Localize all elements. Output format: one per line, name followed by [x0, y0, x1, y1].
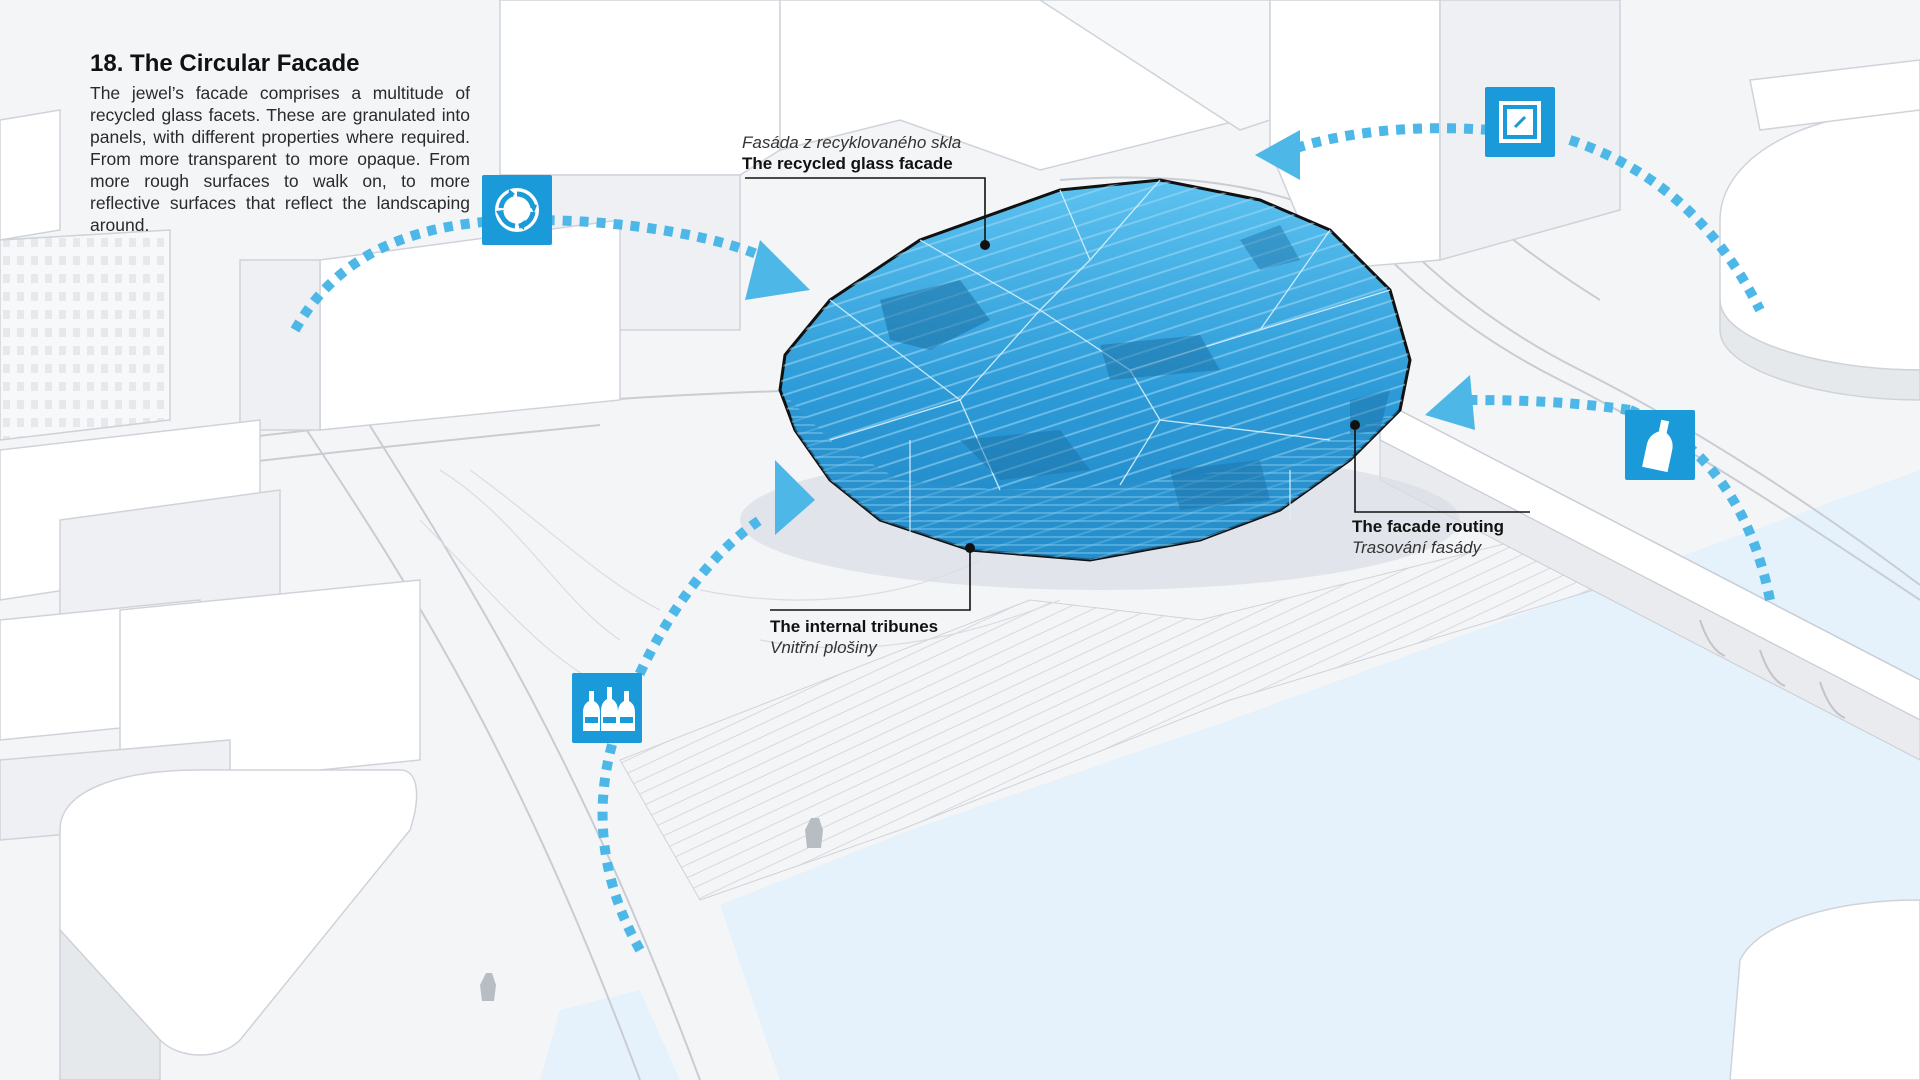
callout-facade-routing-en: The facade routing	[1352, 517, 1505, 536]
arrowhead-bottles	[775, 460, 815, 535]
bottles-icon	[572, 673, 642, 743]
leader-internal-tribunes	[770, 548, 971, 611]
dot-facade-routing	[1350, 420, 1360, 430]
leader-dots	[965, 240, 1360, 553]
arrow-heads	[745, 130, 1475, 535]
leader-lines	[745, 177, 1530, 611]
dot-internal-tribunes	[965, 543, 975, 553]
callout-internal-tribunes-en: The internal tribunes	[770, 617, 939, 636]
river	[720, 470, 1920, 1080]
arrow-path-glass-out	[1568, 135, 1765, 313]
arrow-path-bottle-in	[1459, 395, 1631, 415]
leader-recycled-glass	[745, 177, 986, 245]
intro-body: The jewel’s facade comprises a multitude…	[90, 83, 470, 235]
statue	[805, 818, 823, 848]
callout-internal-tribunes-cz: Vnitřní plošiny	[770, 638, 877, 657]
glass-panel-icon	[1485, 87, 1555, 157]
river-left	[540, 990, 680, 1080]
glass-jewel	[778, 178, 1412, 562]
bottle-icon	[1625, 410, 1695, 480]
page-title: 18. The Circular Facade	[90, 50, 360, 77]
statue-2	[480, 973, 496, 1001]
callout-facade-routing-cz: Trasování fasády	[1352, 538, 1482, 557]
intro-block: 18. The Circular Facade The jewel’s faca…	[90, 50, 470, 236]
arrow-path-glass	[1288, 123, 1491, 155]
arrowhead-glass	[1255, 130, 1300, 180]
arrowhead-recycle	[745, 240, 810, 300]
dot-recycled-glass	[980, 240, 990, 250]
callout-recycled-glass: Fasáda z recyklovaného skla The recycled…	[742, 132, 961, 174]
callout-internal-tribunes: The internal tribunes Vnitřní plošiny	[770, 616, 938, 658]
arrow-path-bottle	[1628, 405, 1775, 601]
arrowhead-bottle	[1425, 375, 1475, 430]
callout-recycled-glass-cz: Fasáda z recyklovaného skla	[742, 133, 962, 152]
callout-recycled-glass-en: The recycled glass facade	[742, 154, 953, 173]
callout-facade-routing: The facade routing Trasování fasády	[1352, 516, 1504, 558]
contour-lines	[419, 469, 1061, 701]
leader-facade-routing	[1354, 425, 1530, 513]
recycle-icon	[482, 175, 552, 245]
